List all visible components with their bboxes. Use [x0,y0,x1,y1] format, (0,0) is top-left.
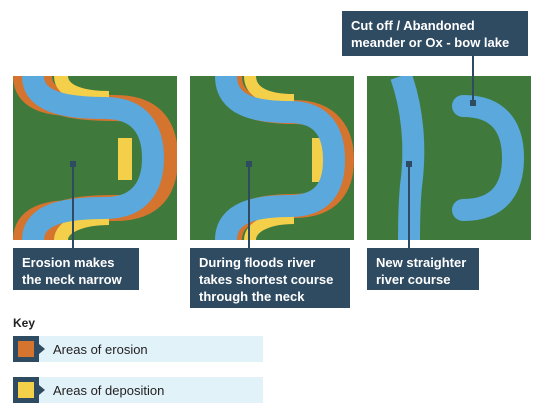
stage-2-callout-line-2: takes shortest course [199,272,334,287]
stage-1-marker [70,161,76,167]
deposition-swatch [13,377,39,403]
stage-1-leader-line [72,164,74,248]
stage-3-callout-line-2: river course [376,272,451,287]
stage-2-marker [246,161,252,167]
stage-1-callout-line-1: Erosion makes [22,255,115,270]
stage-2-flood-panel [190,76,354,240]
stage-3-leader-line [408,164,410,248]
stage-3-marker [406,161,412,167]
key-label-erosion: Areas of erosion [53,342,148,357]
stage-3-oxbow-panel [367,76,531,240]
stage-1-callout: Erosion makes the neck narrow [13,248,139,290]
stage-2-callout-line-3: through the neck [199,289,305,304]
key-label-deposition: Areas of deposition [53,383,165,398]
stage-3-callout: New straighter river course [367,248,479,290]
stage-3-callout-line-1: New straighter [376,255,467,270]
erosion-swatch [13,336,39,362]
key-item-deposition: Areas of deposition [13,377,263,403]
key-band [13,377,263,403]
key-band [13,336,263,362]
key-arrow-icon [39,385,45,395]
oxbow-leader-line [472,56,474,102]
oxbow-callout-line-2: meander or Ox - bow lake [351,35,510,50]
stage-1-callout-line-2: the neck narrow [22,272,122,287]
oxbow-marker [470,100,476,106]
oxbow-callout-line-1: Cut off / Abandoned [351,18,475,33]
stage-1-meander-drawing [13,76,177,240]
key-arrow-icon [39,344,45,354]
key-item-erosion: Areas of erosion [13,336,263,362]
stage-2-callout: During floods river takes shortest cours… [190,248,350,308]
stage-1-meander-panel [13,76,177,240]
stage-3-oxbow-drawing [367,76,531,240]
stage-2-callout-line-1: During floods river [199,255,316,270]
stage-2-leader-line [248,164,250,248]
key-title: Key [13,316,36,330]
oxbow-lake-callout: Cut off / Abandoned meander or Ox - bow … [342,11,528,56]
stage-2-flood-drawing [190,76,354,240]
